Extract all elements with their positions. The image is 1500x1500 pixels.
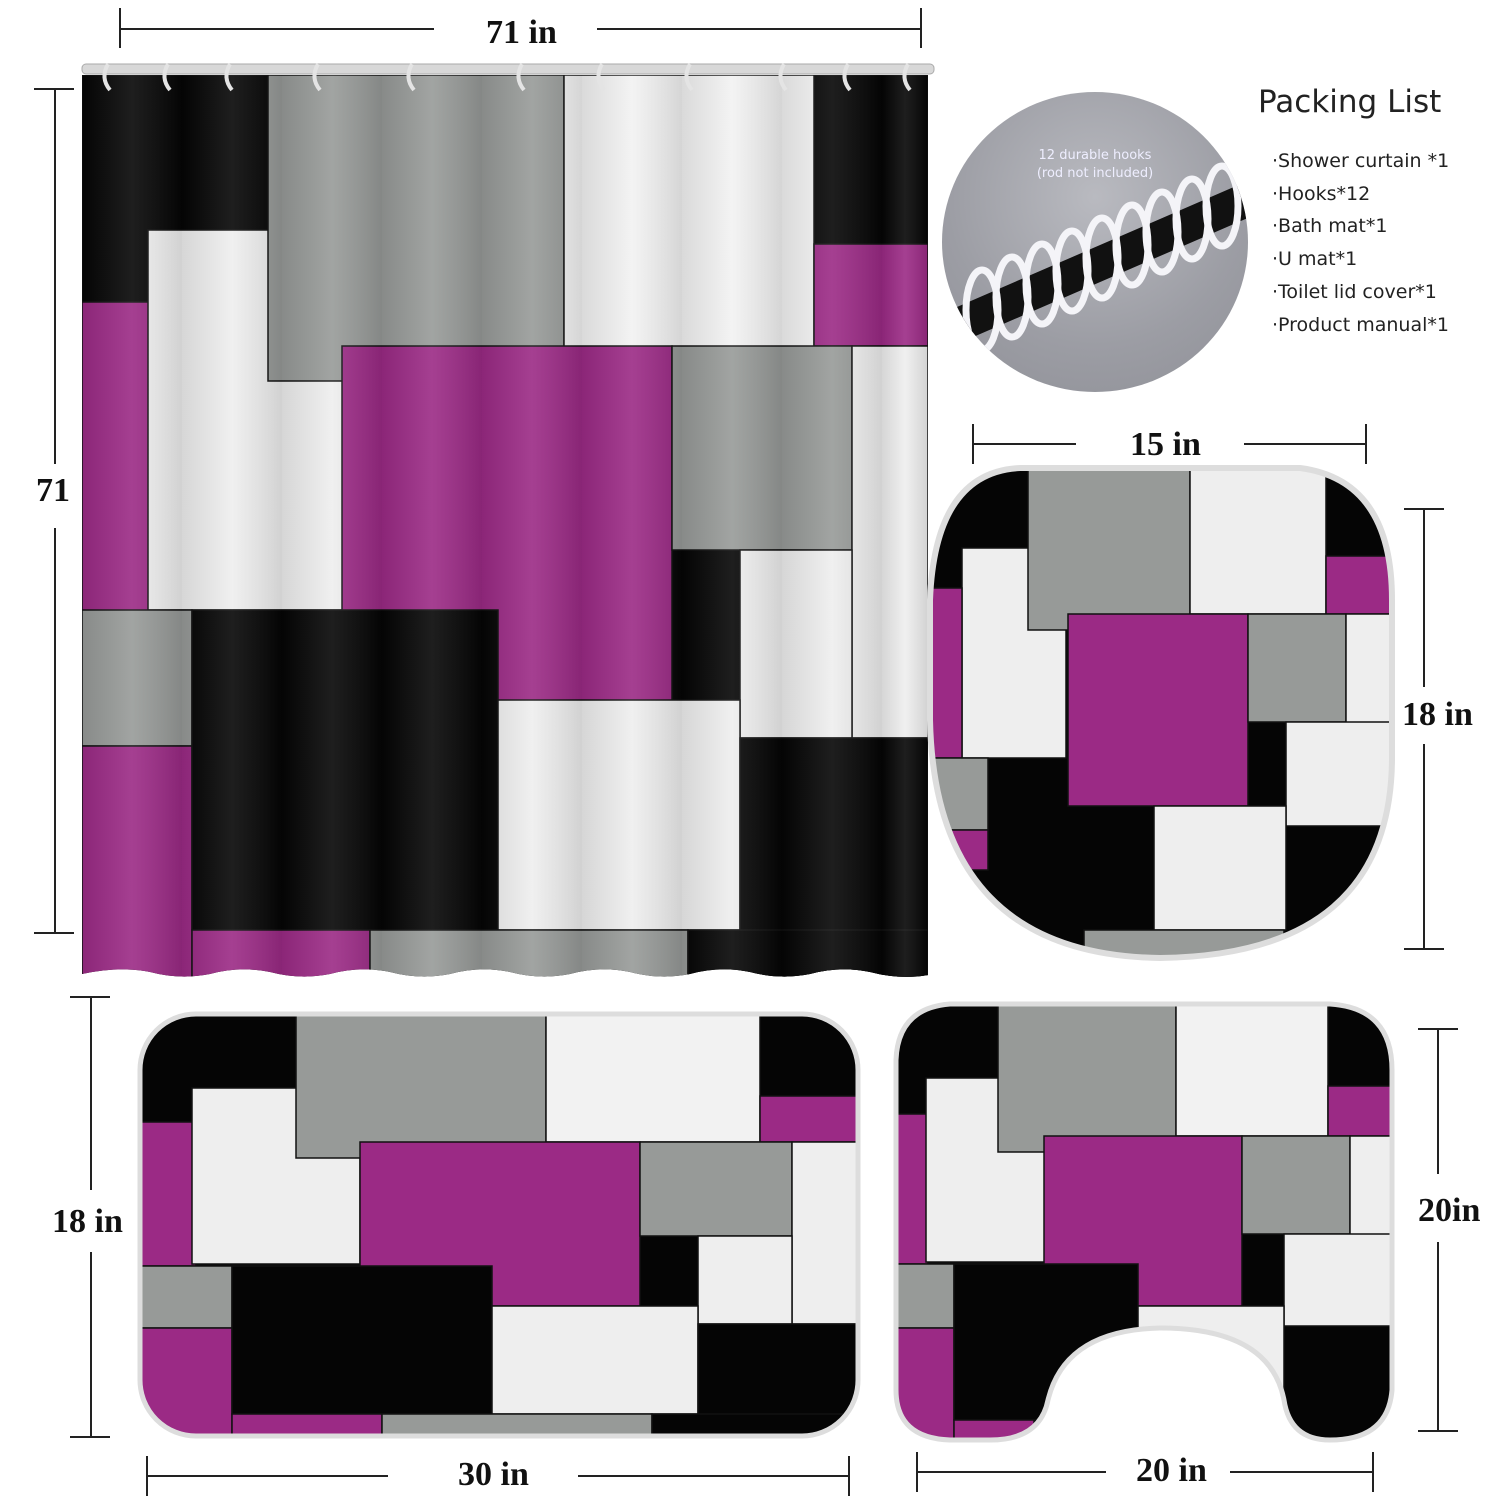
hooks-note-line1: 12 durable hooks: [1038, 148, 1152, 163]
curtain-rod: [81, 63, 935, 75]
packing-item: ·Bath mat*1: [1272, 215, 1388, 237]
packing-item: ·Product manual*1: [1272, 314, 1449, 336]
lid-width-label: 15 in: [1130, 426, 1201, 463]
hooks-photo: 12 durable hooks (rod not included): [942, 92, 1248, 392]
dimension-line: [90, 1252, 92, 1436]
tick: [146, 1456, 148, 1496]
dimension-line: [1244, 443, 1365, 445]
tick: [1418, 1430, 1458, 1432]
dimension-line: [121, 28, 434, 30]
dimension-line: [148, 1475, 388, 1477]
dimension-line: [90, 997, 92, 1190]
dimension-line: [974, 443, 1076, 445]
dimension-line: [54, 528, 56, 932]
tick: [972, 424, 974, 464]
dimension-line: [1437, 1242, 1439, 1430]
hooks-illustration: [942, 162, 1248, 354]
dimension-line: [1423, 509, 1425, 687]
curtain-hooks: [102, 63, 912, 92]
tick: [920, 8, 922, 48]
tick: [848, 1456, 850, 1496]
bath-mat-height-label: 18 in: [52, 1203, 123, 1240]
packing-item: ·U mat*1: [1272, 248, 1358, 270]
tick: [34, 932, 74, 934]
tick: [1365, 424, 1367, 464]
dimension-line: [1230, 1471, 1372, 1473]
dimension-line: [1437, 1029, 1439, 1174]
hooks-note-line2: (rod not included): [1036, 166, 1154, 181]
tick: [1372, 1452, 1374, 1492]
curtain-width-label: 71 in: [486, 14, 557, 51]
tick: [916, 1452, 918, 1492]
packing-item: ·Toilet lid cover*1: [1272, 281, 1437, 303]
lid-height-label: 18 in: [1402, 696, 1473, 733]
bath-mat-width-label: 30 in: [458, 1456, 529, 1493]
dimension-line: [1423, 744, 1425, 948]
u-mat-height-label: 20in: [1418, 1192, 1481, 1229]
packing-item: ·Hooks*12: [1272, 183, 1371, 205]
tick: [1404, 948, 1444, 950]
dimension-line: [54, 89, 56, 464]
curtain-height-label: 71: [36, 472, 70, 509]
packing-item: ·Shower curtain *1: [1272, 150, 1450, 172]
dimension-line: [918, 1471, 1106, 1473]
dimension-line: [578, 1475, 848, 1477]
u-mat-width-label: 20 in: [1136, 1452, 1207, 1489]
packing-list-title: Packing List: [1258, 84, 1442, 120]
tick: [119, 8, 121, 48]
dimension-line: [597, 28, 920, 30]
tick: [70, 1436, 110, 1438]
